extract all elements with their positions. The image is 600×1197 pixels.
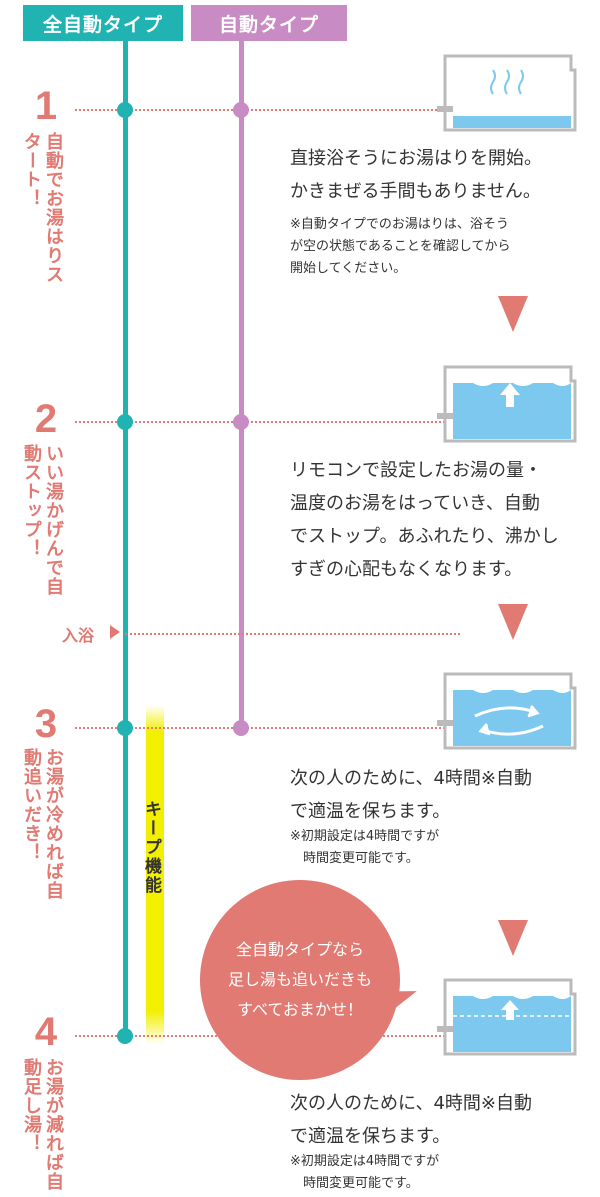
step-3-label: お湯が冷めれば自動追いだき！ [21,748,64,900]
tub-filling-icon [437,54,577,132]
circulation-arrows-icon [474,705,544,736]
tub-refill-icon [437,978,577,1056]
step-1-auto-dot [233,102,249,118]
keep-function-bar [146,705,164,1045]
step-3-description: 次の人のために、4時間※自動 で適温を保ちます。 [290,768,532,822]
step-4-note: ※初期設定は4時間ですが 時間変更可能です。 [290,1154,440,1191]
step-2-label: いい湯かげんで自動ストップ！ [21,444,64,596]
down-triangle-icon [498,604,528,640]
step-2-dotted-line [75,421,445,423]
step-4-full-dot [117,1028,133,1044]
down-triangle-icon [498,296,528,332]
tub-full-icon [437,365,577,443]
step-1-description: 直接浴そうにお湯はりを開始。 かきまぜる手間もありません。 [290,148,542,202]
step-2-description: リモコンで設定したお湯の量・ 温度のお湯をはっていき、自動 でストップ。あふれた… [290,460,559,580]
auto-timeline [239,41,244,727]
bath-entry-dotted-line [125,633,460,635]
step-3-full-dot [117,720,133,736]
keep-function-label: キープ機能 [141,800,161,895]
step-1-number: 1 [34,84,58,128]
step-1-note: ※自動タイプでのお湯はりは、浴そう が空の状態であることを確認してから 開始して… [290,217,511,276]
full-auto-timeline [123,41,128,1037]
down-triangle-icon [498,920,528,956]
step-1-full-dot [117,102,133,118]
step-3-number: 3 [34,702,58,746]
step-3-note: ※初期設定は4時間ですが 時間変更可能です。 [290,829,440,866]
step-4-number: 4 [34,1010,58,1054]
step-4-description: 次の人のために、4時間※自動 で適温を保ちます。 [290,1093,532,1147]
play-arrow-icon [110,625,120,639]
bath-entry-label: 入浴 [62,626,95,645]
step-1-dotted-line [75,109,445,111]
auto-type-tag: 自動タイプ [191,5,347,41]
steam-icon [490,69,524,95]
step-2-number: 2 [34,397,58,441]
step-4-label: お湯が減れば自動足し湯！ [21,1058,64,1191]
up-arrow-icon [500,383,520,407]
step-3-dotted-line [75,727,445,729]
full-auto-type-tag: 全自動タイプ [23,5,183,41]
up-arrow-icon [501,1000,519,1020]
full-auto-bubble: 全自動タイプなら 足し湯も追いだきも すべておまかせ！ [200,880,400,1080]
step-4-dotted-line [75,1035,445,1037]
step-3-auto-dot [233,720,249,736]
tub-reheat-icon [437,672,577,750]
step-2-full-dot [117,414,133,430]
step-1-label: 自動でお湯はりスタート！ [21,132,64,284]
step-2-auto-dot [233,414,249,430]
